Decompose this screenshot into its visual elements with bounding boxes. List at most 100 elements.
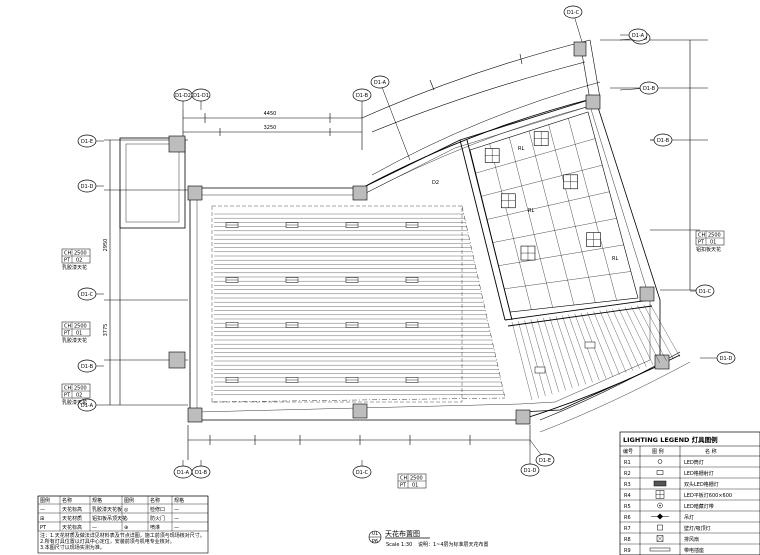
legend-name: 吊灯 [684,514,694,521]
axis-bubble-shape [628,28,648,42]
legend-code: R5 [624,504,631,510]
symbol-table-cell: 天花标高 [62,506,82,513]
legend-name: 双头LED格栅灯 [684,481,719,488]
grid-line [504,271,631,290]
axis-bubble: D1-B [352,88,372,110]
axis-bubble: D1-A [173,460,193,479]
louver-line [555,316,580,387]
axis-bubble: D1-D [520,445,540,477]
column [352,185,368,201]
louver-line [637,305,667,361]
grid-axis-bubbles: D1-D2D1-D1D1-BD1-AD1-CD1-DD1-BD1-ED1-DD1… [77,5,736,479]
legend-symbol-square-cross [656,535,664,542]
strip-light [285,277,299,283]
legend-name: LED筒灯 [684,459,704,466]
symbol-table-cell: — [174,525,179,531]
column [187,407,203,423]
drawing-title: 天花布置图 [385,529,420,538]
louver-line [524,320,546,397]
symbol-table-header: 规格 [92,497,102,504]
axis-bubble-label: D1-A [81,403,94,409]
strip-light [345,222,359,228]
axis-bubble-shape [77,398,97,412]
symbol-table-cell: 喷淋 [150,524,160,531]
symbol-table-cell: — [40,507,45,513]
axis-bubble-shape [77,179,97,193]
strip-light [345,377,359,383]
legend-code: R7 [624,526,631,532]
axis-bubble: D1-B [77,359,104,373]
axis-bubble-label: D1-E [81,139,93,145]
axis-bubble: D1-A [620,28,648,42]
louver-line [562,315,586,385]
axis-leader [379,81,411,161]
axis-bubble-label: D1-A [632,33,645,39]
axis-bubble-label: D1-C [567,10,580,16]
top-dimension-chain [182,39,591,150]
symbol-table-header: 名称 [62,497,72,504]
axis-bubble-label: D1-B [356,93,369,99]
louver-line [543,317,566,391]
symbol-table-cell: 检修口 [150,506,165,513]
strip-light [345,322,359,328]
legend-symbol-circle-dot [657,502,663,509]
axis-bubble-label: D1-C [699,289,712,295]
detail-ref-sheet: P6 [372,539,378,545]
grid-line [498,244,624,266]
louver-line [649,303,681,358]
strip-light [405,322,419,328]
grid-line [481,164,603,197]
axis-bubble-shape [535,453,555,467]
legend-code: R3 [624,482,631,488]
strip-ceiling [211,205,463,403]
ceiling-tag-mat: PT [64,393,71,399]
legend-symbol-long-rect [649,547,671,552]
symbol-table-cell: ◎ [124,507,129,513]
symbol-table-header: 图例 [124,497,134,504]
axis-bubble-shape [352,88,372,102]
legend-name: 带电插座 [684,547,704,554]
symbol-table-note: 注：1.天花材质及做法详见材料表及节点详图，施工前须与现场核对尺寸。 [40,532,205,539]
ceiling-tag-ch: CH [400,476,407,482]
ceiling-tag-mat: PT [64,258,71,264]
symbol-table-header: 图例 [40,497,50,504]
axis-bubble: D1-B [650,133,673,147]
louver-light [584,341,596,349]
louver-line [593,311,620,375]
dimension-text: 2950 [103,239,109,252]
bottom-dimension-chain [187,351,681,460]
grid-light-label: RL [528,208,534,214]
symbol-table-cell: 天花标高 [62,524,82,531]
legend-code: R1 [624,460,631,466]
louver-line [536,318,560,393]
legend-code: R4 [624,493,631,499]
axis-bubble-shape [370,75,390,89]
ceiling-tag-note: 乳胶漆天花 [62,264,87,271]
louver-line [511,321,533,401]
louver-light [534,366,546,374]
axis-bubble-label: D1-B [81,364,94,370]
louver-line [549,317,573,389]
axis-bubble-shape [191,465,211,479]
strip-light [285,377,299,383]
louver-line [631,306,660,363]
louver-ceiling [511,303,681,401]
legend-symbol-square-small [657,524,663,531]
column [168,135,186,153]
ceiling-tag-code: 01 [710,240,716,246]
dimension-text: 4450 [264,111,277,117]
grid-line [548,124,596,303]
grid-line [568,118,617,301]
symbol-table-body: 图例名称规格图例名称规格—天花标高乳胶漆天花板◎检修口—⊞天花材质铝扣板吊顶天花… [37,495,209,551]
axis-bubble-shape [653,133,673,147]
louver-line [518,321,539,399]
symbol-table-cell: — [174,516,179,522]
lighting-legend: LIGHTING LEGEND 灯具图例 编号 图 例 名 称 [619,431,760,555]
